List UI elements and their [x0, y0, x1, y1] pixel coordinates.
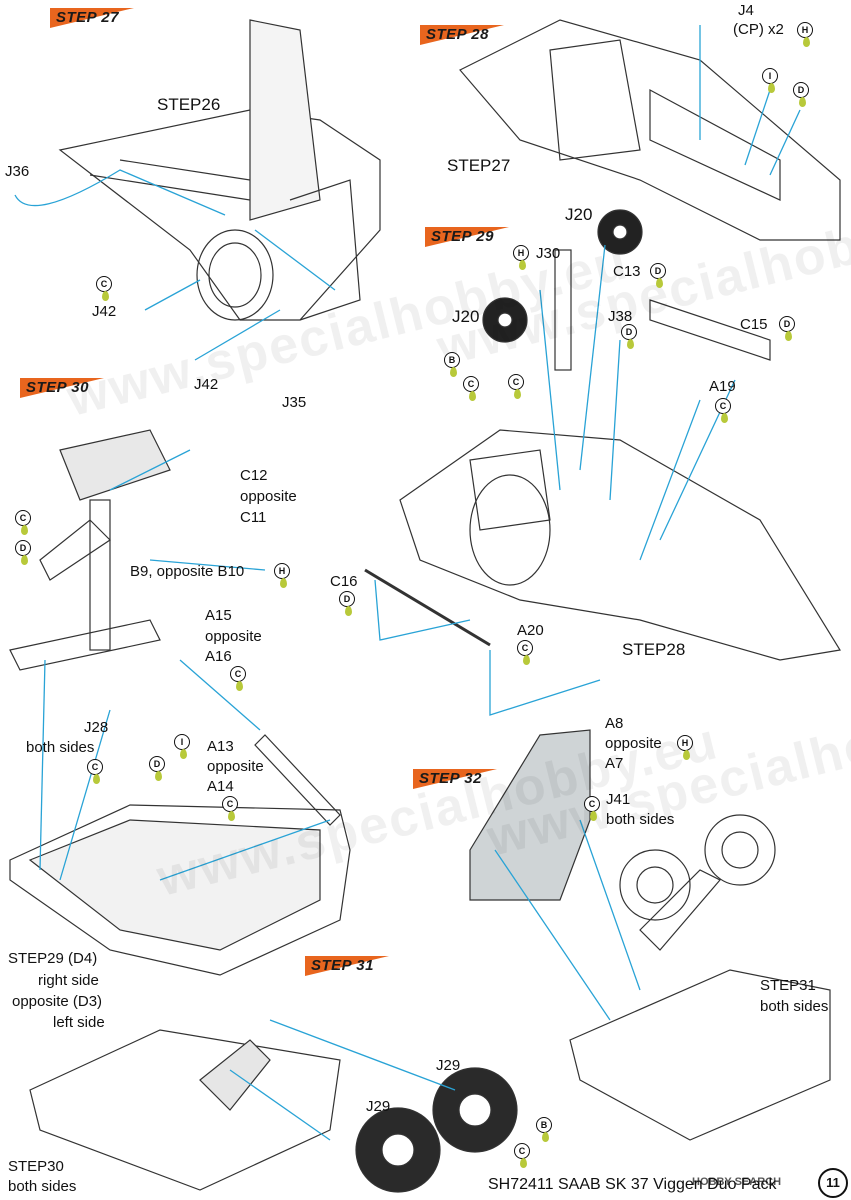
label-j35: J35: [282, 394, 307, 411]
paint-marker: D: [339, 591, 355, 616]
paint-marker: D: [650, 263, 666, 288]
paint-marker: C: [508, 374, 524, 399]
paint-marker: B: [444, 352, 460, 377]
label-j36: J36: [5, 163, 30, 180]
banner-shape: [420, 25, 504, 45]
label-step30: both sides: [8, 1178, 77, 1195]
label-j29: J29: [436, 1057, 461, 1074]
label-a20: A20: [517, 622, 544, 639]
paint-marker: D: [149, 756, 165, 781]
step-label: STEP 32: [419, 770, 482, 787]
label-step29-d4: right side: [38, 972, 99, 989]
banner-shape: [305, 956, 389, 976]
step-banner: STEP 27: [50, 8, 134, 28]
step-banner: STEP 30: [20, 378, 104, 398]
step-label: STEP 27: [56, 9, 119, 26]
paint-marker: C: [222, 796, 238, 821]
step-banner: STEP 32: [413, 769, 497, 789]
banner-shape: [20, 378, 104, 398]
label-step29-d4: left side: [53, 1014, 105, 1031]
paint-marker: D: [621, 324, 637, 349]
label-step30: STEP30: [8, 1158, 64, 1175]
label-c12: opposite: [240, 488, 297, 505]
step-label: STEP 29: [431, 228, 494, 245]
paint-marker: H: [513, 245, 529, 270]
step-banner: STEP 31: [305, 956, 389, 976]
paint-marker: C: [584, 796, 600, 821]
paint-marker: C: [87, 759, 103, 784]
paint-marker: I: [174, 734, 190, 759]
step-label: STEP 30: [26, 379, 89, 396]
page-number: 11: [818, 1168, 848, 1198]
paint-marker: D: [793, 82, 809, 107]
paint-marker: D: [779, 316, 795, 341]
label-a13: opposite: [207, 758, 264, 775]
label-step29-d4: STEP29 (D4): [8, 950, 98, 967]
label-c13: C13: [613, 263, 641, 280]
label-j28: J28: [84, 719, 109, 736]
paint-marker: I: [762, 68, 778, 93]
banner-shape: [425, 227, 509, 247]
step-banner: STEP 29: [425, 227, 509, 247]
paint-marker: H: [677, 735, 693, 760]
label-a13: A14: [207, 778, 234, 795]
step-banner: STEP 28: [420, 25, 504, 45]
paint-marker: H: [797, 22, 813, 47]
paint-marker: C: [463, 376, 479, 401]
label-a15: A16: [205, 648, 232, 665]
label-a19: A19: [709, 378, 736, 395]
label-c12: C12: [240, 467, 268, 484]
footer-title: SH72411 SAAB SK 37 Viggen Duo Pack: [488, 1176, 777, 1193]
label-step31: both sides: [760, 998, 829, 1015]
label-c16: C16: [330, 573, 358, 590]
banner-shape: [50, 8, 134, 28]
paint-marker: C: [96, 276, 112, 301]
label-a15: opposite: [205, 628, 262, 645]
label-j38: J38: [608, 308, 633, 325]
label-step28: STEP28: [622, 640, 686, 659]
label-j30: J30: [536, 245, 561, 262]
label-j41: J41: [606, 791, 631, 808]
label-j41: both sides: [606, 811, 675, 828]
paint-marker: D: [15, 540, 31, 565]
label-a8: A7: [605, 755, 624, 772]
label-a8: A8: [605, 715, 624, 732]
label-j29: J29: [366, 1098, 391, 1115]
label-step31: STEP31: [760, 977, 816, 994]
label-step29-d4: opposite (D3): [12, 993, 103, 1010]
banner-shape: [413, 769, 497, 789]
paint-marker: C: [230, 666, 246, 691]
label-j20: J20: [565, 205, 593, 224]
paint-marker: C: [15, 510, 31, 535]
label-j28: both sides: [26, 739, 95, 756]
label-a13: A13: [207, 738, 234, 755]
label-step27: STEP27: [447, 156, 511, 175]
label-a8: opposite: [605, 735, 662, 752]
step-label: STEP 28: [426, 26, 489, 43]
label-j4-qty: (CP) x2: [733, 21, 784, 38]
paint-marker: C: [715, 398, 731, 423]
paint-marker: C: [517, 640, 533, 665]
paint-marker: H: [274, 563, 290, 588]
label-j20: J20: [452, 307, 480, 326]
label-b9: B9, opposite B10: [130, 563, 245, 580]
label-c15: C15: [740, 316, 768, 333]
brand-logo: HOBBY SEARCH: [692, 1176, 782, 1188]
label-step26: STEP26: [157, 95, 221, 114]
label-c12: C11: [240, 509, 267, 526]
label-j42: J42: [194, 376, 219, 393]
label-j42: J42: [92, 303, 117, 320]
step-label: STEP 31: [311, 957, 374, 974]
paint-marker: B: [536, 1117, 552, 1142]
paint-marker: C: [514, 1143, 530, 1168]
label-j4: J4: [738, 2, 754, 19]
label-a15: A15: [205, 607, 232, 624]
